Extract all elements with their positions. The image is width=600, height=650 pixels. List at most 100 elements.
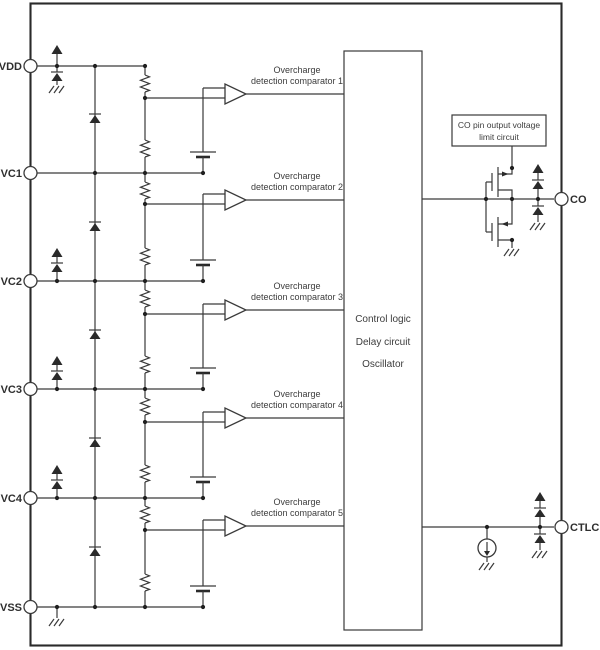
comparator-3-label-line2: detection comparator 3: [251, 292, 343, 302]
diode-icon: [50, 479, 64, 490]
comparator-1-label-line1: Overcharge: [273, 65, 320, 75]
co-esd-cell: [529, 164, 546, 231]
comparator-triangle: [224, 82, 248, 106]
pin-terminals: [23, 58, 569, 615]
ground-icon: [503, 248, 520, 257]
vc3-pin: [23, 381, 38, 397]
control-block-line2: Delay circuit: [356, 337, 411, 348]
comparator-4-label-line1: Overcharge: [273, 389, 320, 399]
ctlc-pin-label: CTLC: [570, 522, 599, 534]
vdd-esd-cell: [48, 45, 65, 94]
battery-icon: [188, 584, 218, 593]
pmos-transistor: [486, 167, 513, 199]
comparator-triangle: [224, 406, 248, 430]
resistor-icon: [139, 355, 151, 374]
battery-icon: [188, 366, 218, 375]
diode-icon: [88, 221, 102, 232]
resistor-icon: [139, 573, 151, 592]
ground-icon: [48, 85, 65, 94]
diode-icon: [88, 546, 102, 557]
ctlc-branch: [422, 492, 554, 571]
vc3-esd-cell: [50, 356, 64, 392]
up-arrow-icon: [51, 248, 63, 257]
ground-icon: [478, 562, 495, 571]
vdd-pin-label: VDD: [0, 61, 22, 73]
vc4-pin-label: VC4: [1, 493, 23, 505]
vc2-esd-cell: [50, 248, 64, 284]
diode-icon: [50, 71, 64, 82]
resistor-icon: [139, 181, 151, 200]
ground-icon: [531, 550, 548, 559]
ground-icon: [48, 618, 65, 627]
comparator-5-label-line2: detection comparator 5: [251, 508, 343, 518]
co-output-driver: [422, 164, 554, 257]
overcharge-comparator-1: [142, 82, 344, 106]
limit-box-line2: limit circuit: [479, 132, 519, 142]
comparator-2-label-line2: detection comparator 2: [251, 182, 343, 192]
overcharge-comparator-5: [142, 514, 344, 538]
diode-icon: [88, 329, 102, 340]
resistor-icon: [139, 247, 151, 266]
control-logic-block: Control logic Delay circuit Oscillator: [343, 50, 423, 631]
co-pin: [554, 191, 569, 207]
diode-icon: [88, 437, 102, 448]
clamp-diode-string: [88, 63, 102, 610]
co-limit-circuit-box: CO pin output voltage limit circuit: [451, 114, 547, 168]
resistor-icon: [139, 289, 151, 308]
comparator-1-label-line2: detection comparator 1: [251, 76, 343, 86]
control-block-line1: Control logic: [355, 314, 411, 325]
comparator-5-label-line1: Overcharge: [273, 497, 320, 507]
overcharge-comparator-3: [142, 298, 344, 322]
limit-box-line1: CO pin output voltage: [458, 120, 540, 130]
comparator-triangle: [224, 298, 248, 322]
vc3-pin-label: VC3: [1, 384, 22, 396]
resistor-icon: [139, 505, 151, 524]
up-arrow-icon: [51, 356, 63, 365]
resistor-icon: [139, 74, 151, 93]
diode-icon: [50, 262, 64, 273]
comparator-2-label-line1: Overcharge: [273, 171, 320, 181]
vc4-esd-cell: [50, 465, 64, 501]
voltage-divider-column: [139, 63, 151, 610]
ctlc-pin: [554, 519, 569, 535]
nmos-transistor: [486, 199, 520, 257]
diode-icon: [533, 507, 547, 518]
comparator-triangle: [224, 514, 248, 538]
supply-rails: [31, 65, 203, 608]
vss-pin: [23, 599, 38, 615]
vc1-pin-label: VC1: [1, 168, 22, 180]
co-pin-label: CO: [570, 194, 587, 206]
vc2-pin-label: VC2: [1, 276, 22, 288]
up-arrow-icon: [51, 465, 63, 474]
vss-ground: [48, 604, 65, 627]
up-arrow-icon: [51, 45, 63, 54]
up-arrow-icon: [532, 164, 544, 173]
up-arrow-icon: [534, 492, 546, 501]
diode-icon: [88, 113, 102, 124]
ic-outline: [29, 2, 563, 647]
vdd-pin: [23, 58, 38, 74]
vc1-pin: [23, 165, 38, 181]
diode-icon: [533, 533, 547, 544]
ground-icon: [529, 222, 546, 231]
vc2-pin: [23, 273, 38, 289]
diode-icon: [531, 179, 545, 190]
vc4-pin: [23, 490, 38, 506]
bias-current-source: [477, 524, 497, 571]
comparator-triangle: [224, 188, 248, 212]
comparator-4-label-line2: detection comparator 4: [251, 400, 343, 410]
diode-icon: [50, 370, 64, 381]
battery-icon: [188, 475, 218, 484]
battery-icon: [188, 150, 218, 159]
resistor-icon: [139, 397, 151, 416]
resistor-icon: [139, 464, 151, 483]
control-block-line3: Oscillator: [362, 359, 404, 370]
battery-icon: [188, 258, 218, 267]
ctlc-esd-cell: [531, 492, 548, 559]
reference-column: [188, 88, 218, 610]
vss-pin-label: VSS: [0, 602, 22, 614]
overcharge-comparator-4: [142, 406, 344, 430]
resistor-icon: [139, 139, 151, 158]
